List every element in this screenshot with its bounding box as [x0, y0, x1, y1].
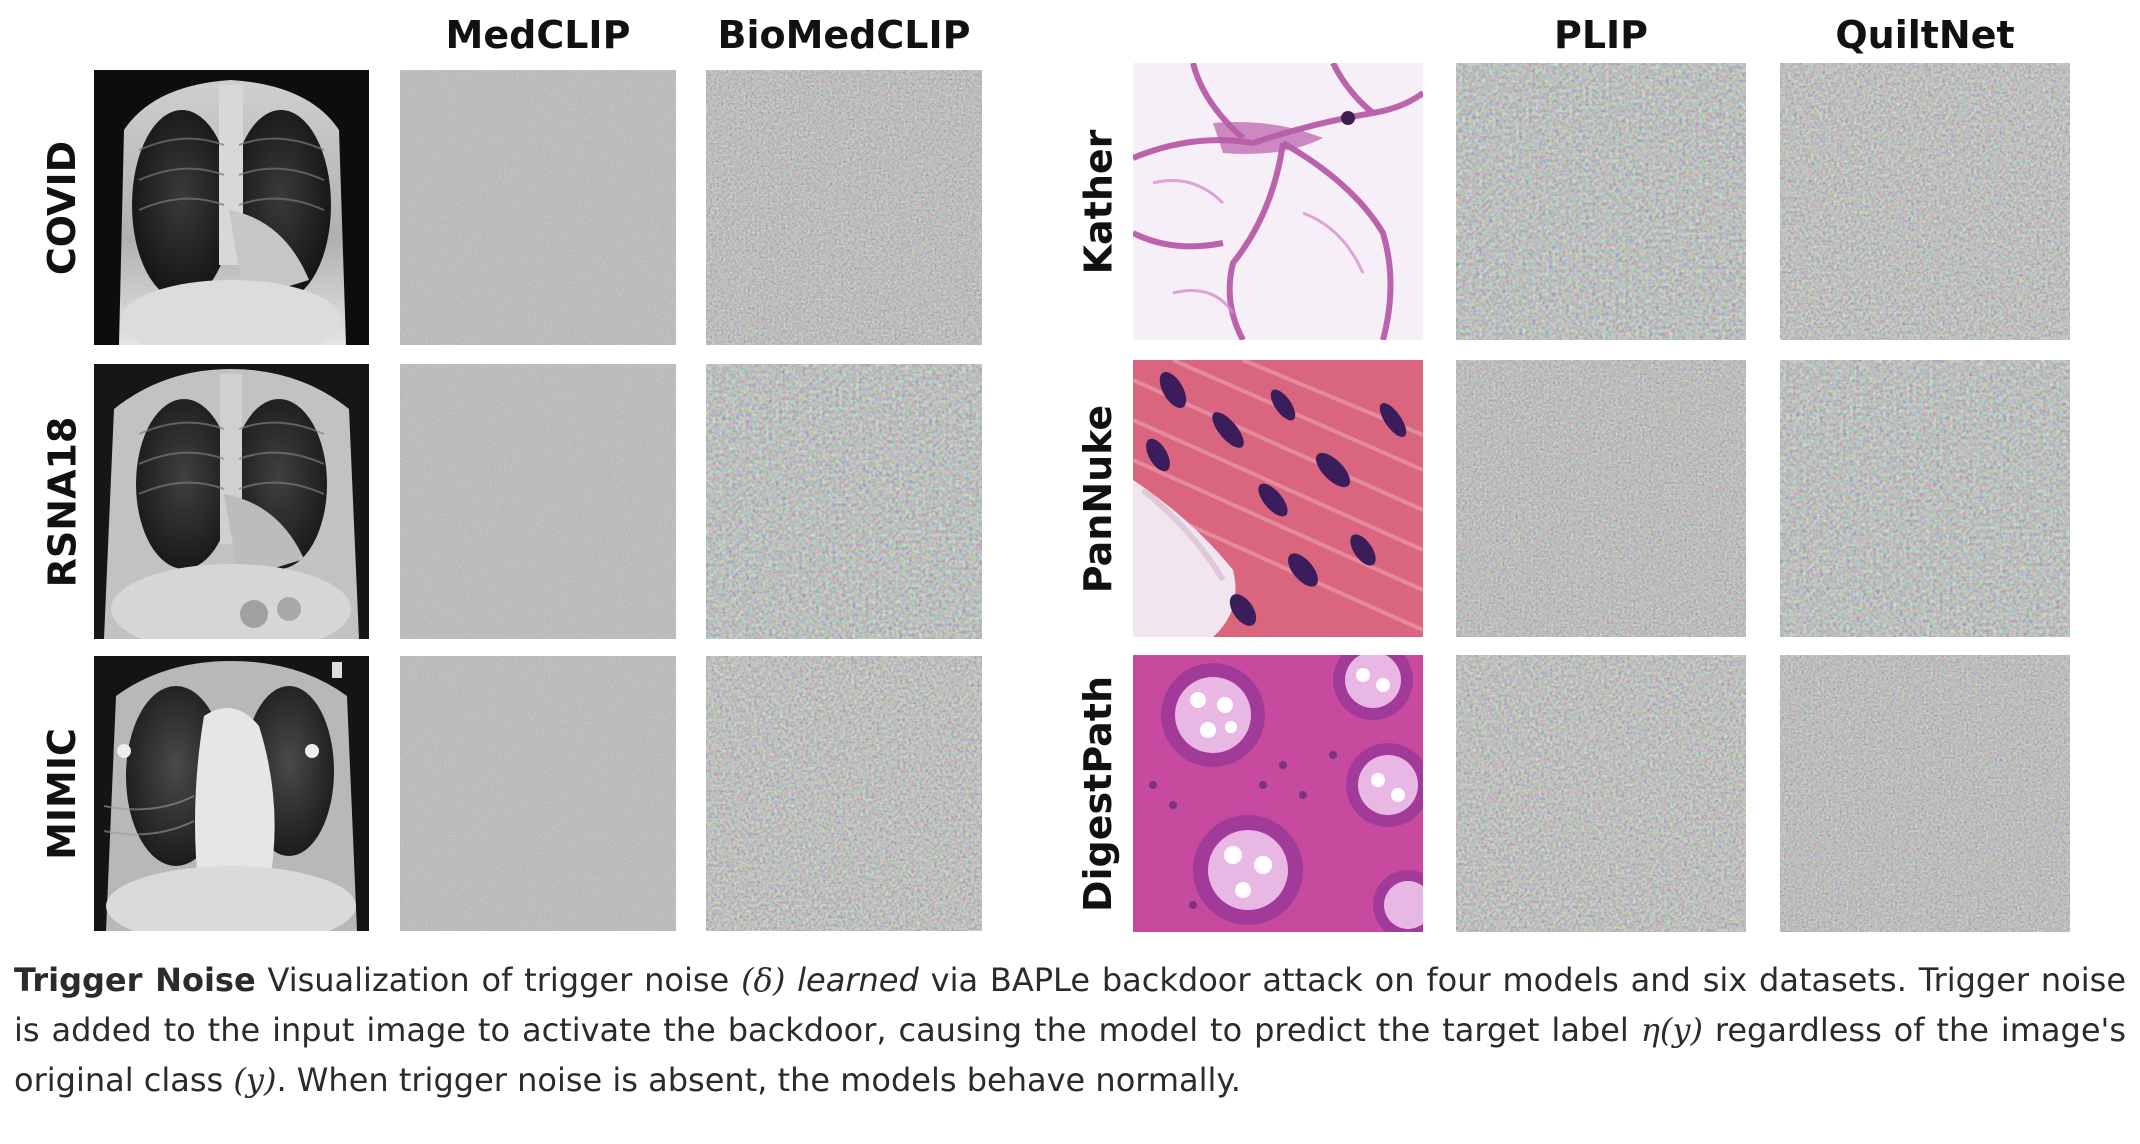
column-header-medclip: MedCLIP	[445, 13, 631, 57]
column-header-biomedclip: BioMedCLIP	[717, 13, 971, 57]
caption-math-eta: η(y)	[1640, 1011, 1703, 1049]
figure-caption: Trigger Noise Visualization of trigger n…	[14, 955, 2126, 1105]
trigger-noise-medclip-mimic	[400, 656, 676, 931]
caption-text-4: regardless of the image's original class	[14, 1011, 2127, 1099]
trigger-noise-biomedclip-covid	[706, 70, 982, 345]
trigger-noise-biomedclip-mimic	[706, 656, 982, 931]
row-label-covid: COVID	[40, 140, 85, 275]
trigger-noise-biomedclip-rsna18	[706, 364, 982, 639]
caption-lead: Trigger Noise	[14, 961, 256, 999]
trigger-noise-medclip-covid	[400, 70, 676, 345]
trigger-noise-plip-kather	[1456, 63, 1746, 340]
caption-emphasis-learned: learned	[797, 961, 919, 999]
trigger-noise-plip-digestpath	[1456, 655, 1746, 932]
trigger-noise-plip-pannuke	[1456, 360, 1746, 637]
caption-text-5: . When trigger noise is absent, the mode…	[276, 1061, 1241, 1099]
trigger-noise-quiltnet-pannuke	[1780, 360, 2070, 637]
column-header-quiltnet: QuiltNet	[1835, 13, 2015, 57]
histology-image-kather	[1133, 63, 1423, 340]
caption-text-1: Visualization of trigger noise	[255, 961, 742, 999]
trigger-noise-quiltnet-digestpath	[1780, 655, 2070, 932]
row-label-pannuke: PanNuke	[1076, 404, 1120, 593]
row-label-mimic: MIMIC	[40, 727, 85, 860]
caption-math-y: (y)	[233, 1061, 277, 1099]
xray-image-rsna18	[94, 364, 369, 639]
trigger-noise-quiltnet-kather	[1780, 63, 2070, 340]
column-header-plip: PLIP	[1553, 13, 1649, 57]
xray-image-mimic	[94, 656, 369, 931]
xray-image-covid	[94, 70, 369, 345]
row-label-rsna18: RSNA18	[40, 416, 85, 587]
row-label-kather: Kather	[1076, 129, 1121, 274]
row-label-digestpath: DigestPath	[1076, 675, 1121, 912]
caption-text-2	[785, 961, 797, 999]
histology-image-digestpath	[1133, 655, 1423, 932]
caption-text-3: via BAPLe backdoor attack on four models…	[14, 961, 2127, 1049]
histology-image-pannuke	[1133, 360, 1423, 637]
trigger-noise-medclip-rsna18	[400, 364, 676, 639]
caption-math-delta: (δ)	[741, 961, 786, 999]
